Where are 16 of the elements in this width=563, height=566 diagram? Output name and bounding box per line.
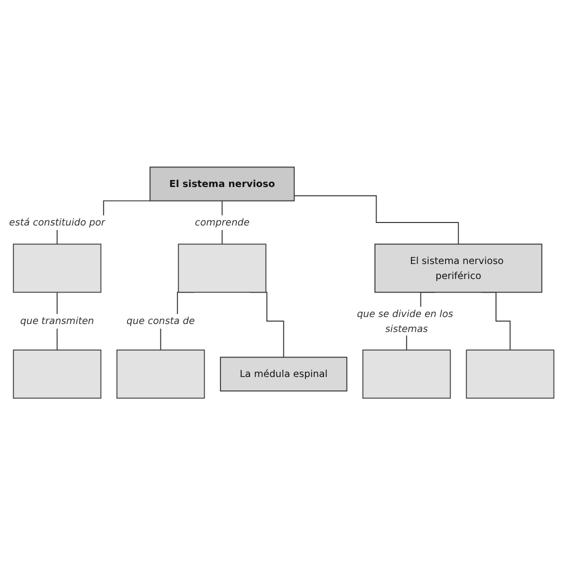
edge-label: está constituido por bbox=[9, 216, 106, 228]
node-box bbox=[116, 350, 205, 399]
node-box bbox=[12, 244, 102, 294]
node-box bbox=[178, 244, 266, 294]
concept-map: está constituido por comprende que transmiten que consta de que se divide en los sistemas El sistema nervioso El sistema nervioso periférico La médula espinal bbox=[4, 162, 559, 404]
connector bbox=[294, 196, 459, 245]
node-box bbox=[374, 244, 542, 294]
node-box bbox=[362, 350, 451, 399]
edge-label: que consta de bbox=[126, 316, 195, 328]
node-box bbox=[220, 357, 348, 392]
node-box bbox=[466, 350, 554, 399]
node-box bbox=[150, 167, 295, 202]
node-box bbox=[12, 350, 102, 399]
edge-label: que se divide en los sistemas bbox=[357, 308, 454, 334]
edge-label: comprende bbox=[194, 216, 250, 228]
edge-label: que transmiten bbox=[20, 316, 94, 328]
